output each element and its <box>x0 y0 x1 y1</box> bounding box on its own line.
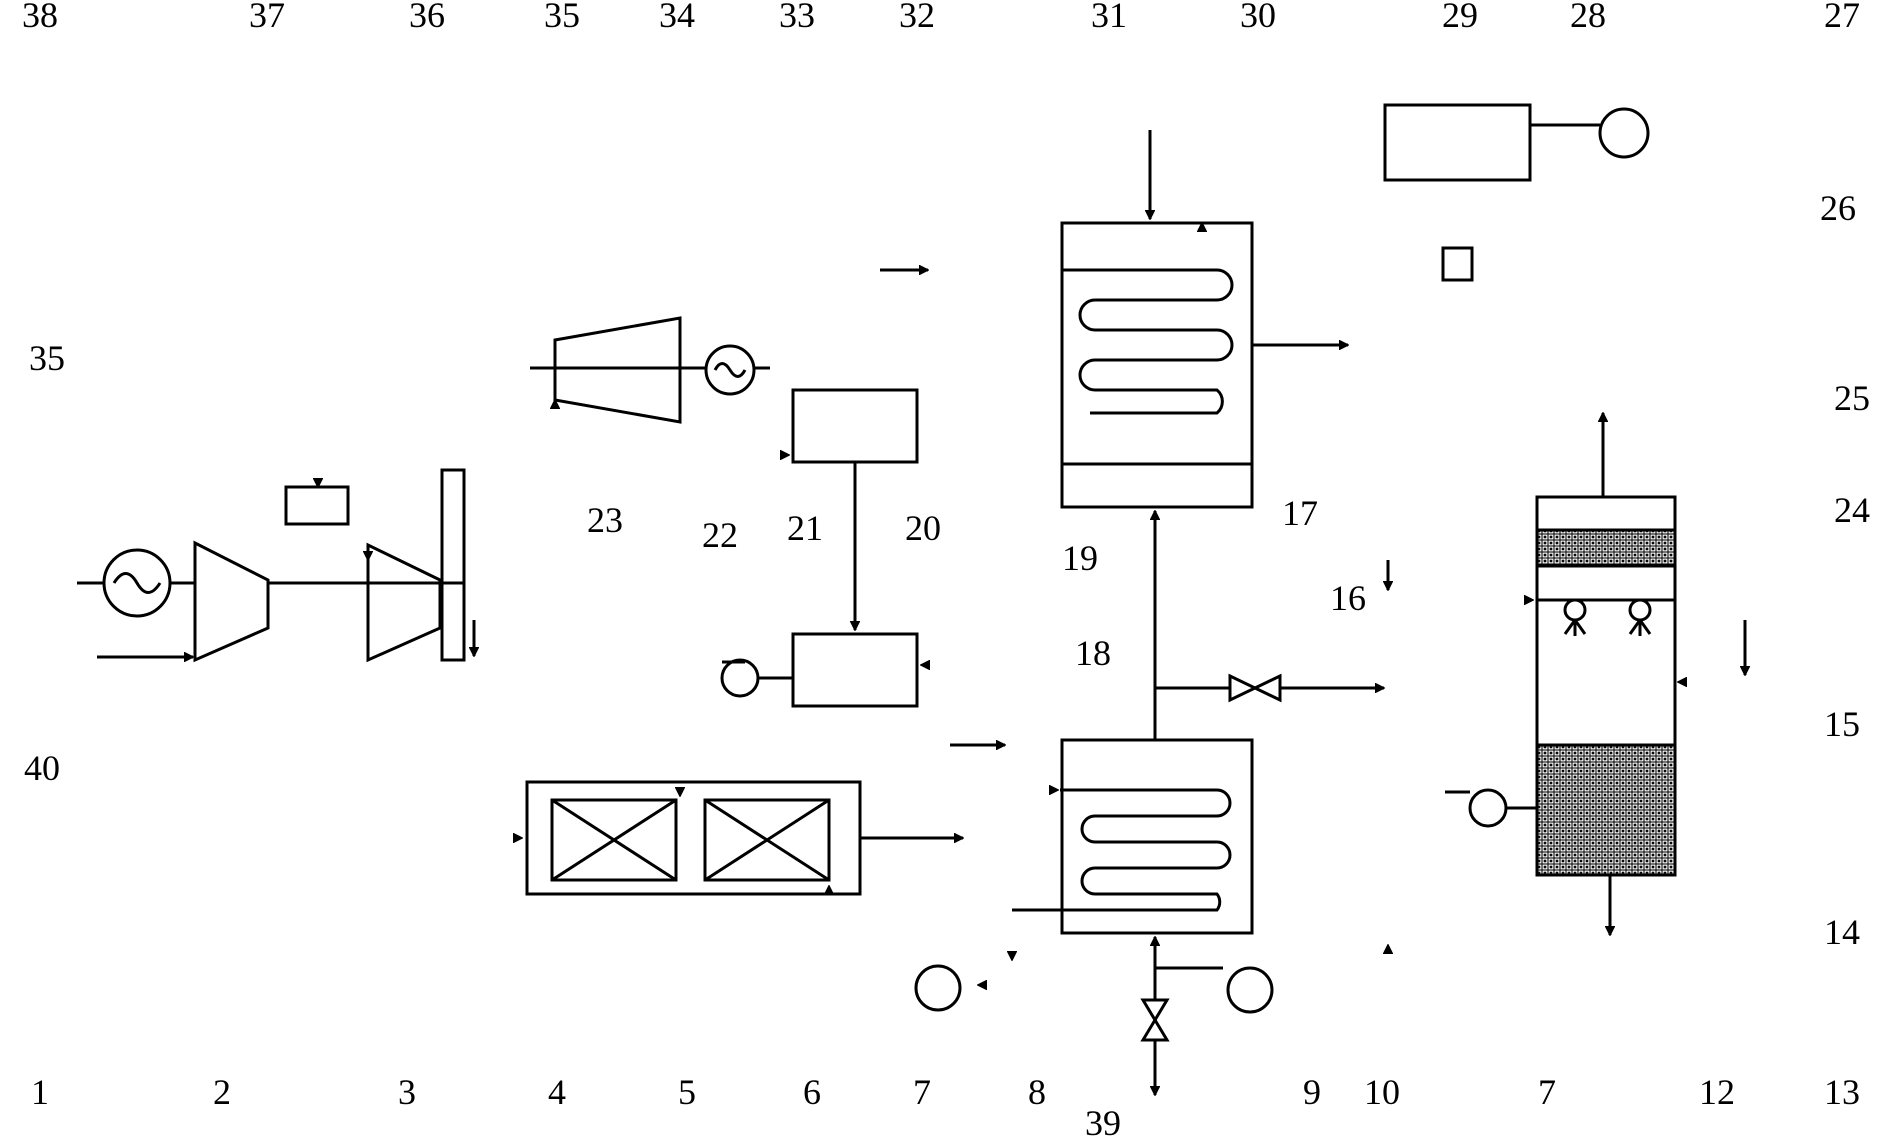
label-25: 25 <box>1834 378 1870 418</box>
label-6: 6 <box>803 1072 821 1112</box>
spray-nozzle <box>1628 598 1652 636</box>
bypass-valve-16 <box>1228 673 1282 703</box>
demister-layer <box>1535 528 1677 568</box>
dryer-vessel <box>1060 221 1254 509</box>
label-32: 32 <box>899 0 935 35</box>
leader-lines <box>20 35 1850 1110</box>
condenser-coil <box>823 350 887 437</box>
gas-turbine <box>366 542 442 663</box>
label-16: 16 <box>1330 578 1366 618</box>
dryer-heating-coil <box>1062 268 1234 415</box>
label-40: 40 <box>24 748 60 788</box>
label-4: 4 <box>548 1072 566 1112</box>
label-1: 1 <box>31 1072 49 1112</box>
label-27: 27 <box>1824 0 1860 35</box>
pump-9 <box>1226 966 1274 1014</box>
label-17: 17 <box>1282 493 1318 533</box>
label-33: 33 <box>779 0 815 35</box>
label-34: 34 <box>659 0 695 35</box>
condensate-tank <box>791 632 919 708</box>
pump-23-to-exchanger-3 <box>680 678 722 796</box>
fuel-input-line <box>318 414 350 487</box>
generator-steam-turbine <box>704 344 770 396</box>
label-14: 14 <box>1824 912 1860 952</box>
line-18-to-exchanger-8 <box>705 745 1058 800</box>
label-12: 12 <box>1699 1072 1735 1112</box>
cyclone-separator <box>1383 103 1532 282</box>
label-18: 18 <box>1075 633 1111 673</box>
label-7-left: 7 <box>913 1072 931 1112</box>
label-22: 22 <box>702 515 738 555</box>
spray-nozzle <box>1563 598 1587 636</box>
label-31: 31 <box>1091 0 1127 35</box>
label-13: 13 <box>1824 1072 1860 1112</box>
compressor <box>193 540 270 663</box>
heat-exchanger-8 <box>1060 738 1254 935</box>
steam-to-dryer-line <box>620 270 1062 327</box>
pump-7-left <box>914 964 962 1012</box>
label-24: 24 <box>1834 490 1870 530</box>
label-39: 39 <box>1085 1103 1121 1143</box>
heat-exchanger-8-coil <box>1012 788 1232 912</box>
label-21: 21 <box>787 508 823 548</box>
circulation-pump-7-right <box>1445 788 1508 828</box>
label-30: 30 <box>1240 0 1276 35</box>
generator-gas-turbine <box>77 548 195 618</box>
label-28: 28 <box>1570 0 1606 35</box>
component-number-labels: 1 2 3 4 5 6 7 8 39 9 10 7 12 13 14 15 16… <box>22 0 1870 1143</box>
fan-to-scrubber-line <box>1658 125 1745 682</box>
label-38: 38 <box>22 0 58 35</box>
turbine-exhaust-duct <box>440 468 466 662</box>
label-3: 3 <box>398 1072 416 1112</box>
condenser <box>791 388 919 464</box>
label-15: 15 <box>1824 704 1860 744</box>
label-36: 36 <box>409 0 445 35</box>
label-2: 2 <box>213 1072 231 1112</box>
label-29: 29 <box>1442 0 1478 35</box>
steam-turbine <box>553 316 682 424</box>
combustor-to-turbine <box>348 505 368 560</box>
label-35-left: 35 <box>29 338 65 378</box>
combustion-chamber <box>284 485 350 526</box>
label-9: 9 <box>1303 1072 1321 1112</box>
exhaust-gas-line <box>474 470 522 838</box>
label-19: 19 <box>1062 538 1098 578</box>
label-23: 23 <box>587 500 623 540</box>
return-to-pump-7-line <box>978 968 1012 985</box>
dryer-exhaust-line <box>1202 125 1385 223</box>
pump-7-to-exchanger-5 <box>829 886 916 966</box>
label-7-right: 7 <box>1538 1072 1556 1112</box>
label-37: 37 <box>249 0 285 35</box>
pump-9-discharge-line <box>1272 945 1388 968</box>
air-feed-to-combustor <box>268 522 286 580</box>
label-26: 26 <box>1820 188 1856 228</box>
label-5: 5 <box>678 1072 696 1112</box>
fan-27 <box>1598 107 1650 159</box>
pump-23 <box>720 658 760 698</box>
label-10: 10 <box>1364 1072 1400 1112</box>
turbine-exhaust-to-condenser <box>680 415 789 455</box>
drain-valve-39 <box>1140 998 1170 1042</box>
scrubber-sump <box>1535 743 1677 877</box>
circ-pump-to-spray <box>1445 600 1533 792</box>
label-8: 8 <box>1028 1072 1046 1112</box>
label-35-top: 35 <box>544 0 580 35</box>
label-20: 20 <box>905 508 941 548</box>
heat-exchanger-3 <box>550 798 678 882</box>
heat-exchanger-5 <box>703 798 831 882</box>
